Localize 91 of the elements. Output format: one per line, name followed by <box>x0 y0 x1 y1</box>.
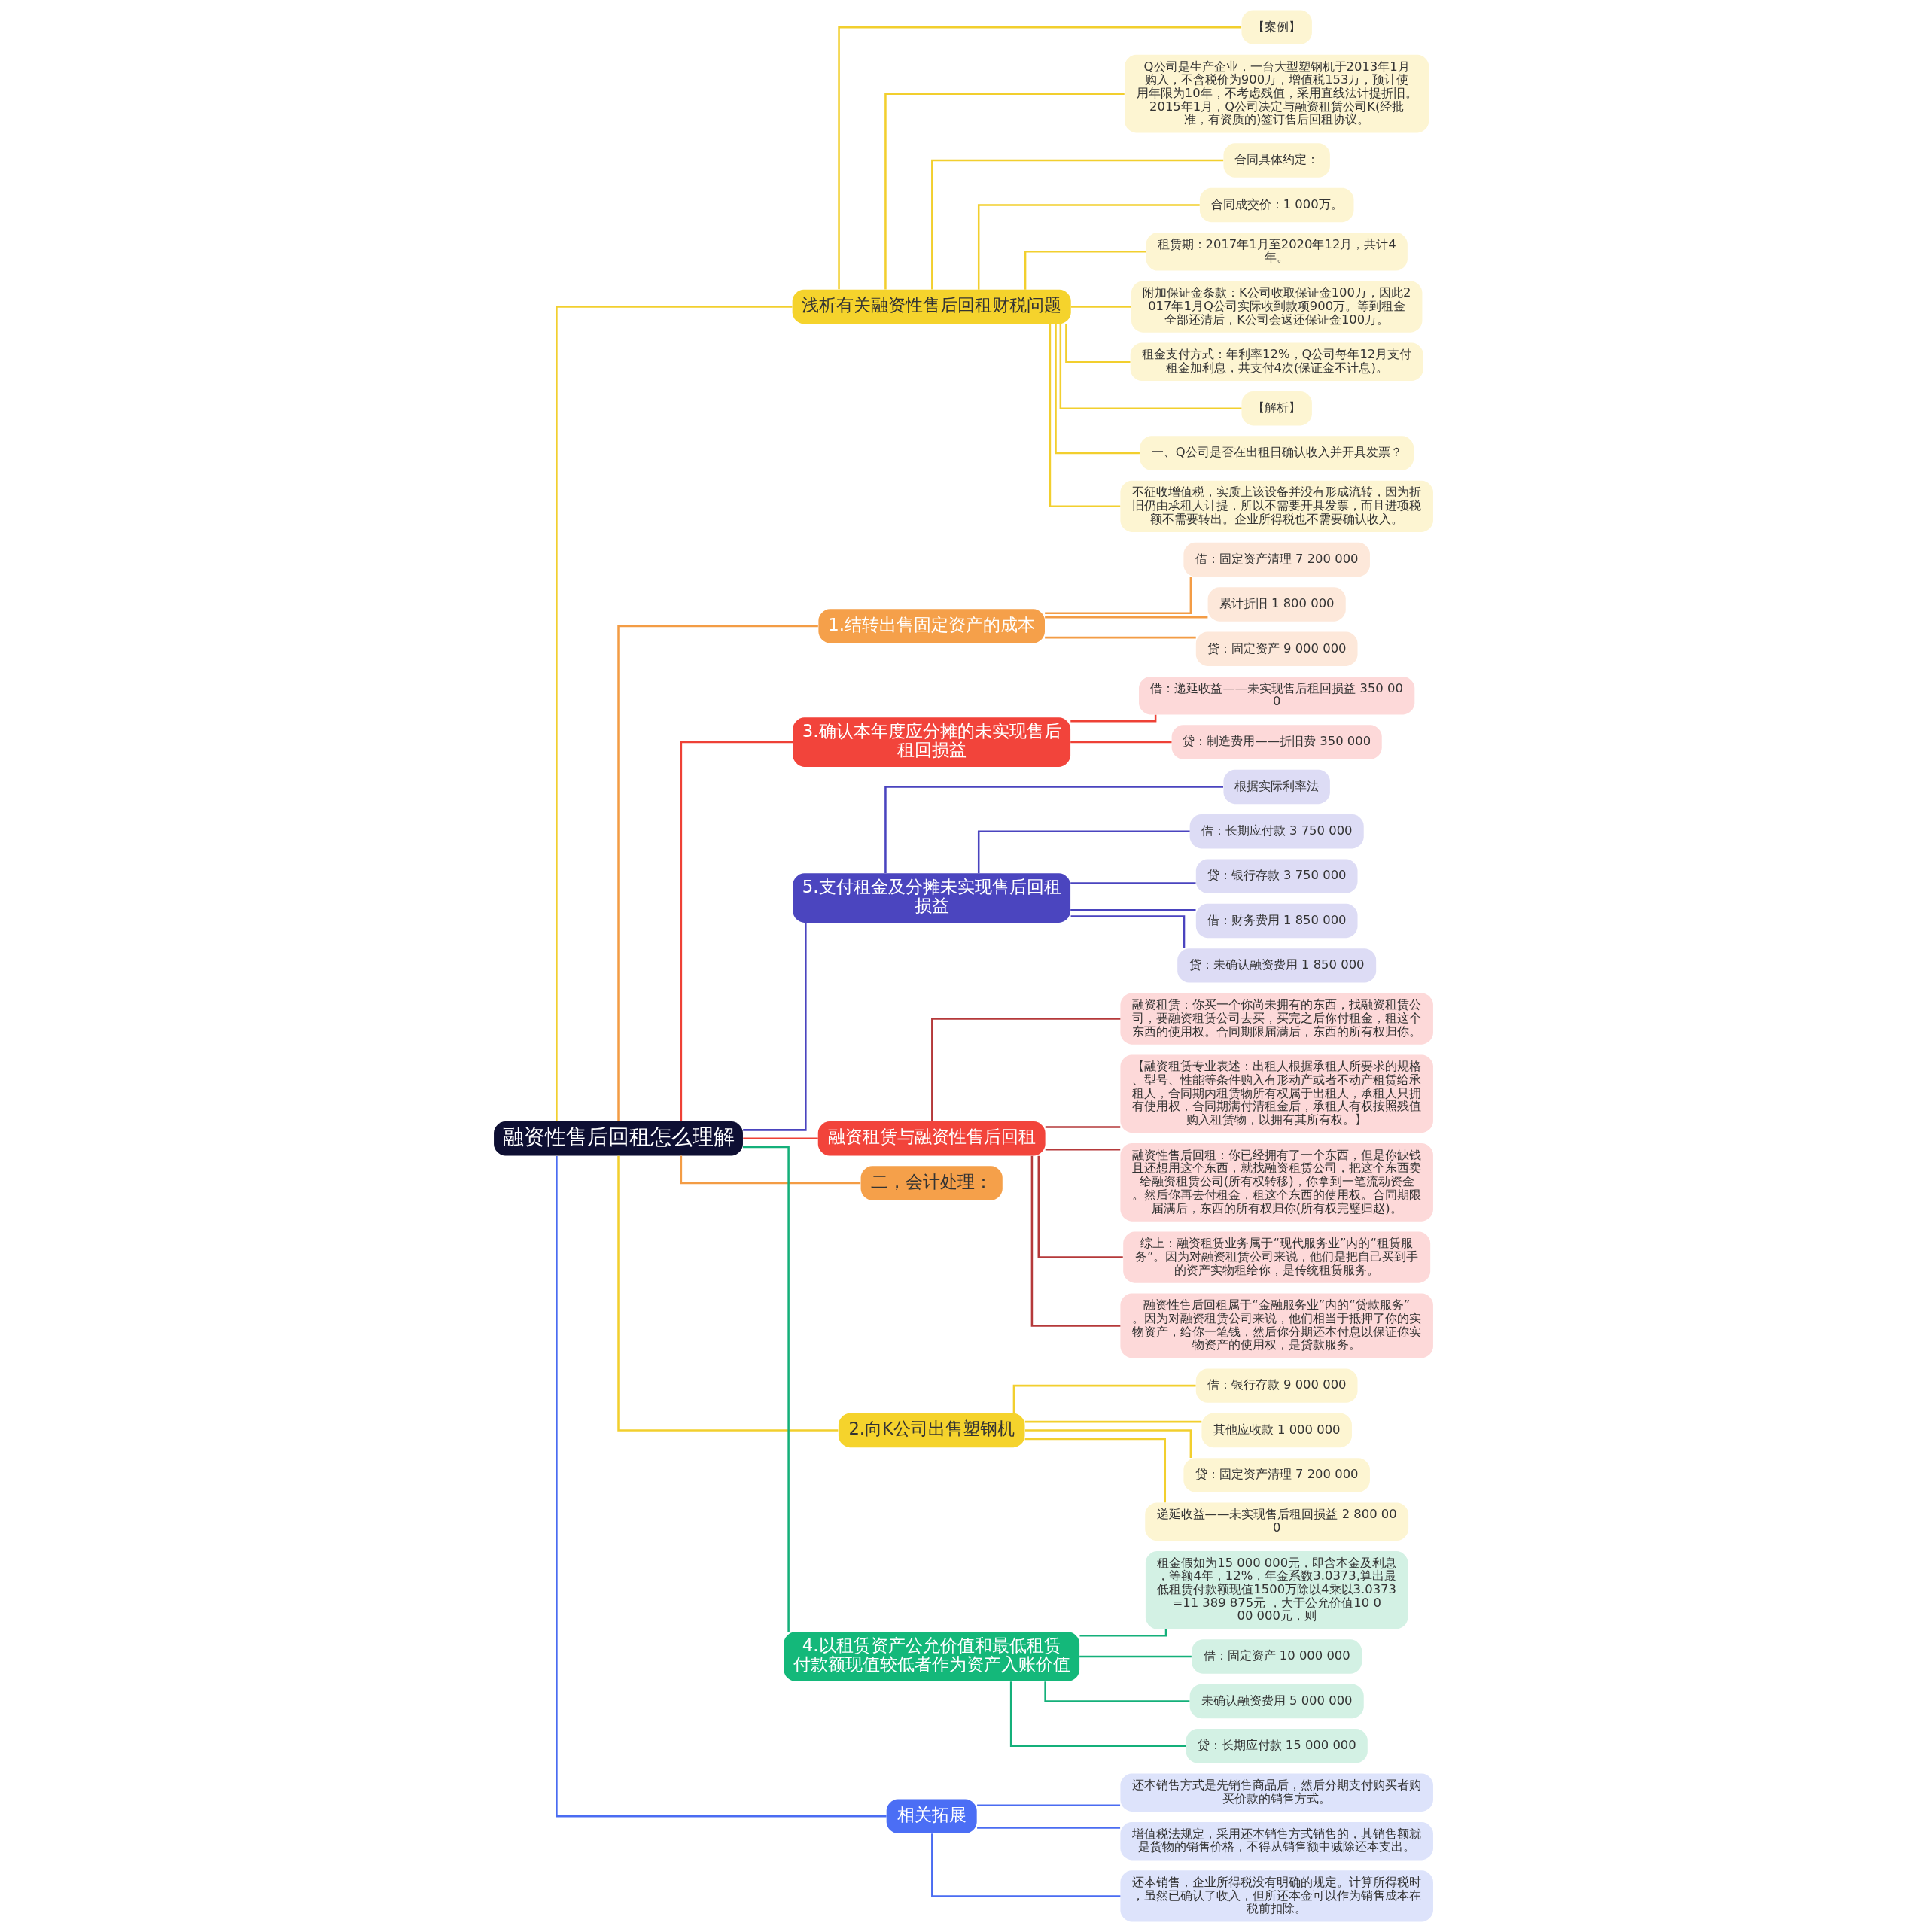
connector <box>743 1146 790 1632</box>
node-box: 浅析有关融资性售后回租财税问题 <box>792 289 1071 324</box>
connector <box>556 1155 887 1818</box>
connector <box>1024 1429 1192 1459</box>
node-box: 借：固定资产清理 7 200 000 <box>1183 542 1370 577</box>
connector <box>931 1833 1121 1897</box>
connector <box>1070 714 1157 723</box>
node-box: 【案例】 <box>1241 10 1312 44</box>
connector <box>743 1137 818 1139</box>
connector <box>1049 324 1121 508</box>
node-box: 累计折旧 1 800 000 <box>1207 587 1346 622</box>
node-box: 借：财务费用 1 850 000 <box>1195 903 1358 939</box>
node-box: 根据实际利率法 <box>1223 769 1330 805</box>
connector <box>1045 636 1196 639</box>
node-box: 综上：融资租赁业务属于“现代服务业”内的“租赁服务”。因为对融资租赁公司来说，他们是把自己买到手的资产实物租给你，是传统租赁服务。 <box>1123 1231 1431 1283</box>
connector <box>977 1804 1121 1807</box>
node-box: 5.支付租金及分摊未实现售后回租损益 <box>793 873 1071 923</box>
connector <box>617 1155 839 1432</box>
node-box: 融资性售后回租属于“金融服务业”内的“贷款服务”。因为对融资租赁公司来说，他们相当于抵押了你的实物资产，给你一笔钱，然后你分期还本付息以保证你实物资产的使用权，是贷款服务。 <box>1120 1293 1433 1358</box>
node-box: 1.结转出售固定资产的成本 <box>818 609 1045 643</box>
connector <box>977 204 1200 290</box>
node-box: 【解析】 <box>1241 391 1312 426</box>
node-box: 其他应收款 1 000 000 <box>1201 1413 1352 1448</box>
connector <box>1070 908 1196 911</box>
node-box: 合同成交价：1 000万。 <box>1199 187 1354 223</box>
node-box: Q公司是生产企业，一台大型塑钢机于2013年1月购入，不含税价为900万，增值税153万，预计使用年限为10年，不考虑残值，采用直线法计提折旧。2015年1月，Q公司决定与融资租赁公司K(经批准，有资质的)签订售后回租协议。 <box>1125 54 1429 133</box>
connector <box>1045 1126 1121 1128</box>
connector <box>1079 1655 1192 1658</box>
connector <box>1045 1149 1121 1151</box>
node-box: 还本销售方式是先销售商品后，然后分期支付购买者购买价款的销售方式。 <box>1120 1773 1433 1812</box>
connector <box>1045 577 1192 614</box>
connector <box>931 159 1224 290</box>
node-box: 借：递延收益——未实现售后租回损益 350 000 <box>1139 676 1415 715</box>
connector <box>838 26 1242 290</box>
connector <box>1024 251 1146 290</box>
connector <box>1024 1438 1167 1503</box>
node-box: 融资租赁：你买一个你尚未拥有的东西，找融资租赁公司，要融资租赁公司去买，买完之后你付租金，租这个东西的使用权。合同期限届满后，东西的所有权归你。 <box>1120 993 1433 1045</box>
connector <box>1065 324 1131 364</box>
node-box: 2.向K公司出售塑钢机 <box>838 1413 1025 1448</box>
connector <box>1070 915 1186 949</box>
connector <box>617 625 818 1121</box>
node-box: 未确认融资费用 5 000 000 <box>1189 1684 1364 1719</box>
connector <box>884 786 1223 873</box>
node-box: 还本销售，企业所得税没有明确的规定。计算所得税时，虽然已确认了收入，但所还本金可以作为销售成本在税前扣除。 <box>1120 1870 1433 1922</box>
node-box: 不征收增值税，实质上该设备并没有形成流转，因为折旧仍由承租人计提，所以不需要开具发票，而且进项税额不需要转出。企业所得税也不需要确认收入。 <box>1120 480 1433 532</box>
node-box: 租金支付方式：年利率12%，Q公司每年12月支付租金加利息，共支付4次(保证金不计息)。 <box>1130 342 1423 382</box>
connector <box>556 306 793 1121</box>
connector <box>1055 324 1140 455</box>
connector <box>680 741 793 1121</box>
node-box: 借：固定资产 10 000 000 <box>1192 1639 1362 1674</box>
connector <box>1070 882 1196 884</box>
connector <box>1045 616 1208 619</box>
node-box: 递延收益——未实现售后租回损益 2 800 000 <box>1145 1502 1409 1541</box>
node-box: 一、Q公司是否在出租日确认收入并开具发票？ <box>1140 436 1414 470</box>
node-box: 附加保证金条款：K公司收取保证金100万，因此2017年1月Q公司实际收到款项900万。等到租金全部还清后，K公司会返还保证金100万。 <box>1131 281 1423 333</box>
connector <box>680 1155 861 1185</box>
node-box: 二，会计处理： <box>860 1166 1003 1200</box>
node-box: 融资性售后回租怎么理解 <box>494 1121 743 1156</box>
node-box: 贷：未确认融资费用 1 850 000 <box>1177 948 1377 983</box>
node-box: 增值税法规定，采用还本销售方式销售的，其销售额就是货物的销售价格，不得从销售额中减除还本支出。 <box>1120 1821 1433 1861</box>
node-box: 租赁期：2017年1月至2020年12月，共计4年。 <box>1146 233 1408 271</box>
connector <box>1009 1681 1186 1748</box>
connector <box>931 1018 1121 1121</box>
connector <box>1037 1155 1123 1258</box>
node-box: 4.以租赁资产公允价值和最低租赁付款额现值较低者作为资产入账价值 <box>784 1632 1080 1681</box>
connector <box>1070 741 1172 744</box>
node-box: 贷：固定资产 9 000 000 <box>1195 631 1358 666</box>
connector <box>977 830 1190 874</box>
node-box: 合同具体约定： <box>1223 143 1330 178</box>
node-box: 借：长期应付款 3 750 000 <box>1189 814 1364 849</box>
connector <box>1030 1155 1121 1327</box>
node-box: 贷：固定资产清理 7 200 000 <box>1183 1458 1370 1492</box>
node-box: 贷：银行存款 3 750 000 <box>1195 859 1358 893</box>
node-box: 3.确认本年度应分摊的未实现售后租回损益 <box>793 717 1071 767</box>
connector <box>1079 1629 1167 1637</box>
node-box: 借：银行存款 9 000 000 <box>1195 1368 1358 1403</box>
node-box: 贷：制造费用——折旧费 350 000 <box>1171 725 1382 759</box>
connector <box>1024 1420 1202 1423</box>
connector <box>1070 306 1131 308</box>
connector <box>884 93 1125 290</box>
connector <box>1044 1681 1190 1702</box>
connector <box>1059 324 1242 409</box>
node-box: 贷：长期应付款 15 000 000 <box>1186 1729 1368 1763</box>
node-box: 【融资租赁专业表述：出租人根据承租人所要求的规格、型号、性能等条件购入有形动产或者不动产租赁给承租人，合同期内租赁物所有权属于出租人，承租人只拥有使用权，合同期满付清租金后，承租人有权按照残值购入租赁物，以拥有其所有权。】 <box>1120 1054 1433 1133</box>
node-box: 融资性售后回租：你已经拥有了一个东西，但是你缺钱且还想用这个东西，就找融资租赁公司，把这个东西卖给融资租赁公司(所有权转移)，你拿到一笔流动资金。然后你再去付租金，租这个东西的使用权。合同期限届满后，东西的所有权归你(所有权完璧归赵)。 <box>1120 1143 1433 1222</box>
connector <box>1012 1384 1196 1413</box>
connector <box>977 1827 1121 1829</box>
connector <box>743 923 807 1131</box>
node-box: 租金假如为15 000 000元，即含本金及利息，等额4年，12%，年金系数3.0373,算出最低租赁付款额现值1500万除以4乘以3.0373=11 389 875元 ，大于公允价值10 000 000元，则 <box>1145 1550 1408 1629</box>
node-box: 融资租赁与融资性售后回租 <box>817 1121 1046 1156</box>
node-box: 相关拓展 <box>886 1799 977 1834</box>
